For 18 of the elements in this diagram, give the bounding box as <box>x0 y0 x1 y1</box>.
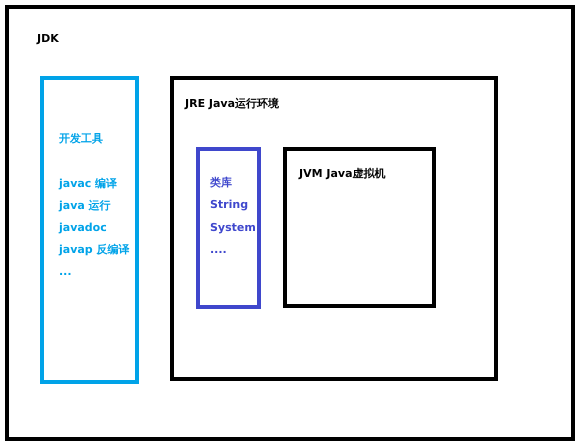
list-item: javadoc <box>59 221 107 235</box>
box-title: JVM Java虚拟机 <box>299 167 386 181</box>
box-title: 开发工具 <box>59 132 103 146</box>
container-box <box>40 76 139 384</box>
box-title: 类库 <box>210 176 232 190</box>
container-box <box>5 5 575 441</box>
list-item: ... <box>59 265 72 279</box>
list-item: .... <box>210 243 227 257</box>
container-box <box>170 76 498 381</box>
list-item: java 运行 <box>59 199 111 213</box>
box-title: JDK <box>37 32 59 46</box>
list-item: System <box>210 221 256 235</box>
container-box <box>196 147 261 309</box>
container-box <box>283 147 436 308</box>
list-item: javap 反编译 <box>59 243 130 257</box>
list-item: String <box>210 198 248 212</box>
list-item: javac 编译 <box>59 177 118 191</box>
box-title: JRE Java运行环境 <box>185 97 280 111</box>
